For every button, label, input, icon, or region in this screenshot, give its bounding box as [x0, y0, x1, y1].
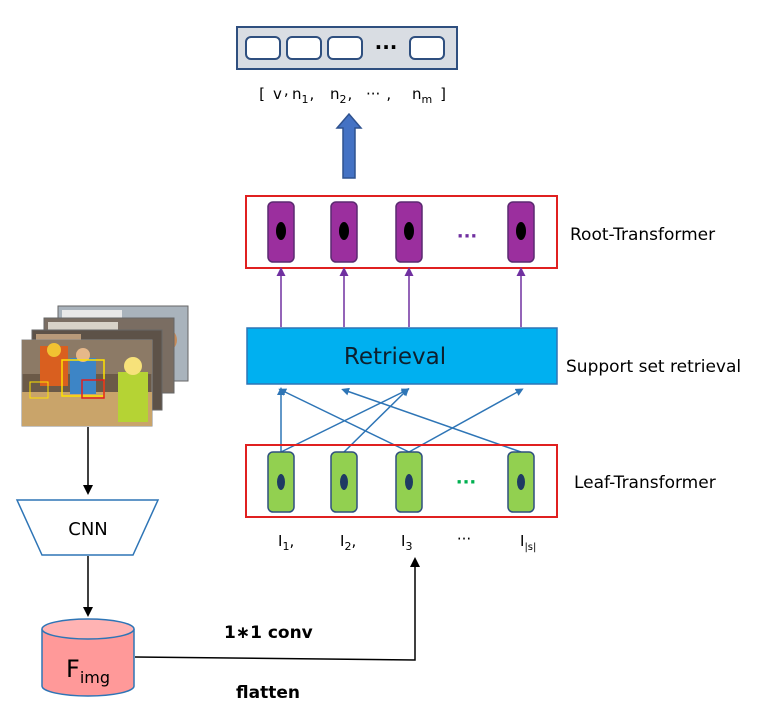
sequence-item: v,: [273, 81, 289, 103]
feature-to-leaf-connector: [134, 557, 420, 661]
leaf-to-retrieval-arrow: [278, 388, 410, 453]
root-ellipsis: ···: [457, 226, 478, 247]
output-token-box: [245, 36, 281, 60]
feature-label: Fimg: [66, 655, 110, 687]
leaf-to-retrieval-arrow: [408, 388, 524, 453]
root-cell-dot: [339, 222, 349, 240]
image-bounding-box: [29, 381, 49, 399]
leaf-to-retrieval-arrow: [343, 387, 410, 453]
root-cell-dot: [516, 222, 526, 240]
leaf-inputs: I1, I2, I3 ··· I|s|: [278, 530, 536, 553]
leaf-cell: [395, 451, 423, 513]
image-bounding-box: [61, 359, 105, 397]
sequence-item: ···,: [366, 85, 391, 103]
cnn-trapezoid: [15, 499, 160, 556]
root-transformer-label: Root-Transformer: [570, 225, 715, 245]
feature-cylinder-body: [41, 629, 135, 697]
leaf-transformer: ··· Leaf-Transformer: [245, 444, 716, 518]
leaf-to-retrieval-arrow: [341, 387, 522, 453]
root-cell: [507, 201, 535, 263]
feature-cylinder-top: [41, 618, 135, 640]
retrieval-side-label: Support set retrieval: [566, 357, 741, 377]
leaf-cell: [507, 451, 535, 513]
output-token-box: [327, 36, 363, 60]
cnn-label: CNN: [68, 519, 108, 540]
leaf-input-label: I2,: [340, 532, 356, 553]
sequence-item: nm: [412, 85, 432, 106]
root-cell-dot: [404, 222, 414, 240]
leaf-cell-dot: [405, 474, 413, 490]
leaf-input-label: I3: [401, 532, 412, 553]
retrieval-label: Retrieval: [344, 344, 446, 370]
leaf-cell: [330, 451, 358, 513]
output-sequence: [ v, n1, n2, ···, nm ]: [259, 81, 446, 106]
image-frame-front-figure: [124, 357, 142, 375]
root-cell-dot: [276, 222, 286, 240]
root-cell: [395, 201, 423, 263]
leaf-input-label: I1,: [278, 532, 294, 553]
output-token-box: [409, 36, 445, 60]
leaf-input-label: I|s|: [520, 532, 536, 553]
leaf-cell: [267, 451, 295, 513]
flatten-label: flatten: [236, 683, 300, 703]
sequence-open-bracket: [: [259, 85, 265, 103]
retrieval-block: Retrieval Support set retrieval: [246, 327, 741, 385]
image-frame-front: [21, 339, 153, 427]
retrieval-box: [246, 327, 558, 385]
image-frame-front-figure: [76, 348, 90, 362]
output-up-arrow: [335, 112, 363, 179]
retrieval-to-root-arrows: [276, 267, 526, 327]
root-transformer: ··· Root-Transformer: [245, 195, 715, 269]
output-token-box: [286, 36, 322, 60]
leaf-ellipsis: ···: [456, 472, 477, 493]
root-transformer-frame: [245, 195, 558, 269]
leaf-cell-dot: [340, 474, 348, 490]
leaf-cell-dot: [517, 474, 525, 490]
image-frame-front-figure: [47, 343, 61, 357]
feature-map: Fimg: [41, 618, 135, 697]
leaf-input-ellipsis: ···: [457, 530, 471, 548]
image-frame-front-figure: [70, 358, 96, 394]
conv-label: 1∗1 conv: [224, 623, 313, 643]
leaf-transformer-frame: [245, 444, 558, 518]
output-ellipsis: ···: [375, 35, 398, 59]
leaf-cell-dot: [277, 474, 285, 490]
input-image-stack: [21, 305, 189, 427]
sequence-item: n1,: [292, 85, 314, 106]
root-cell: [267, 201, 295, 263]
image-frame-front-figure: [118, 372, 148, 422]
output-vector: ···: [236, 26, 458, 70]
root-cell: [330, 201, 358, 263]
sequence-close-bracket: ]: [440, 85, 446, 103]
leaf-transformer-label: Leaf-Transformer: [574, 473, 716, 493]
leaf-to-retrieval-arrows: [277, 387, 524, 453]
sequence-item: n2,: [330, 85, 352, 106]
cnn-block: CNN: [15, 499, 160, 556]
image-bounding-box: [81, 379, 105, 399]
